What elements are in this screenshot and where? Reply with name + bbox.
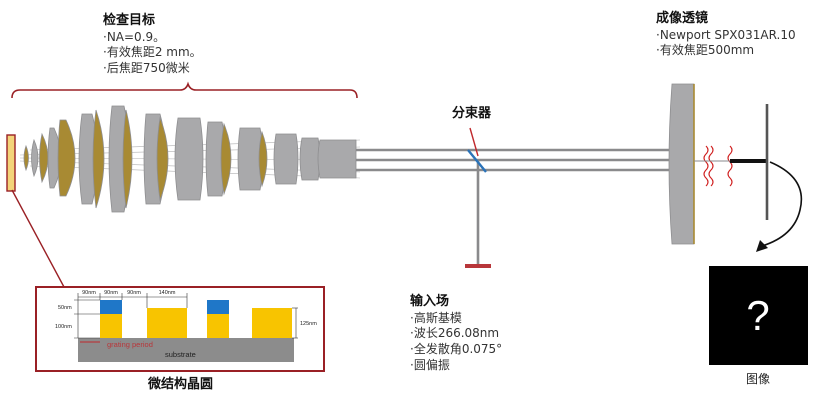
objective-annotation: 检查目标 ·NA=0.9。 ·有效焦距2 mm。 ·后焦距750微米 [103, 13, 202, 77]
beam-splitter [467, 149, 487, 173]
input-field-spec: ·波长266.08nm [410, 326, 500, 341]
wafer-title: 微结构晶圆 [148, 377, 214, 392]
objective-spec: ·NA=0.9。 [103, 29, 166, 44]
beam-splitter-label: 分束器 [452, 106, 492, 121]
tube-lens [668, 83, 695, 245]
lens-element [57, 119, 76, 197]
dim-w4: 140nm [159, 290, 176, 296]
input-field-spec: ·圆偏振 [410, 357, 450, 372]
wave-markers [703, 145, 733, 187]
objective-lens-stack [23, 105, 357, 213]
objective-title: 检查目标 [103, 13, 156, 28]
input-source-mark [465, 264, 491, 268]
tube-lens-title: 成像透镜 [656, 11, 709, 26]
lens-element [174, 117, 204, 201]
lens-element [317, 139, 357, 179]
image-caption: 图像 [746, 372, 770, 386]
wafer-inset: 90nm 90nm 90nm 140nm 50nm 100nm 125nm gr… [55, 290, 317, 362]
input-field-annotation: 输入场 ·高斯基模 ·波长266.08nm ·全发散角0.075° ·圆偏振 [410, 294, 502, 373]
grating-cap [207, 300, 229, 314]
grating-period-label: grating period [107, 340, 153, 349]
image-arrow-head [756, 240, 768, 252]
lens-element [273, 133, 299, 185]
lens-element [156, 116, 169, 202]
grating-cap [100, 300, 122, 314]
image-question-mark: ? [746, 292, 769, 339]
sample-wafer [6, 134, 16, 192]
dim-w3: 90nm [127, 290, 141, 296]
dim-w2: 90nm [104, 290, 118, 296]
tube-lens-spec: ·Newport SPX031AR.10 [656, 27, 796, 42]
input-field-title: 输入场 [410, 294, 450, 309]
lens-element [92, 109, 105, 209]
collimated-beam [356, 148, 672, 172]
dimension-lines [74, 293, 298, 339]
tube-lens-annotation: 成像透镜 ·Newport SPX031AR.10 ·有效焦距500mm [656, 11, 796, 59]
dim-w1: 90nm [82, 290, 96, 296]
lens-element [122, 109, 133, 209]
substrate-block [78, 338, 294, 362]
objective-spec: ·有效焦距2 mm。 [103, 45, 202, 60]
lens-element [39, 132, 49, 184]
objective-brace [11, 81, 358, 99]
lens-element [220, 122, 232, 196]
beam-splitter-pointer [469, 127, 479, 157]
dim-h-right: 125nm [300, 321, 317, 327]
input-field-spec: ·高斯基模 [410, 310, 462, 325]
lens-element [258, 130, 268, 188]
grating-line [100, 314, 122, 338]
dim-h-bottom: 100nm [55, 324, 72, 330]
dim-h-top: 50nm [58, 305, 72, 311]
image-box [709, 266, 808, 365]
inset-connector [11, 189, 65, 288]
grating-line [207, 314, 229, 338]
tube-lens-spec: ·有效焦距500mm [656, 43, 755, 58]
image-arrow [761, 161, 803, 247]
input-field-spec: ·全发散角0.075° [410, 342, 503, 357]
grating-line [147, 308, 187, 338]
grating-line [252, 308, 292, 338]
substrate-label: substrate [165, 350, 196, 359]
lens-element [299, 137, 321, 181]
lens-element [31, 138, 39, 178]
lens-element [23, 144, 29, 172]
objective-spec: ·后焦距750微米 [103, 61, 190, 76]
